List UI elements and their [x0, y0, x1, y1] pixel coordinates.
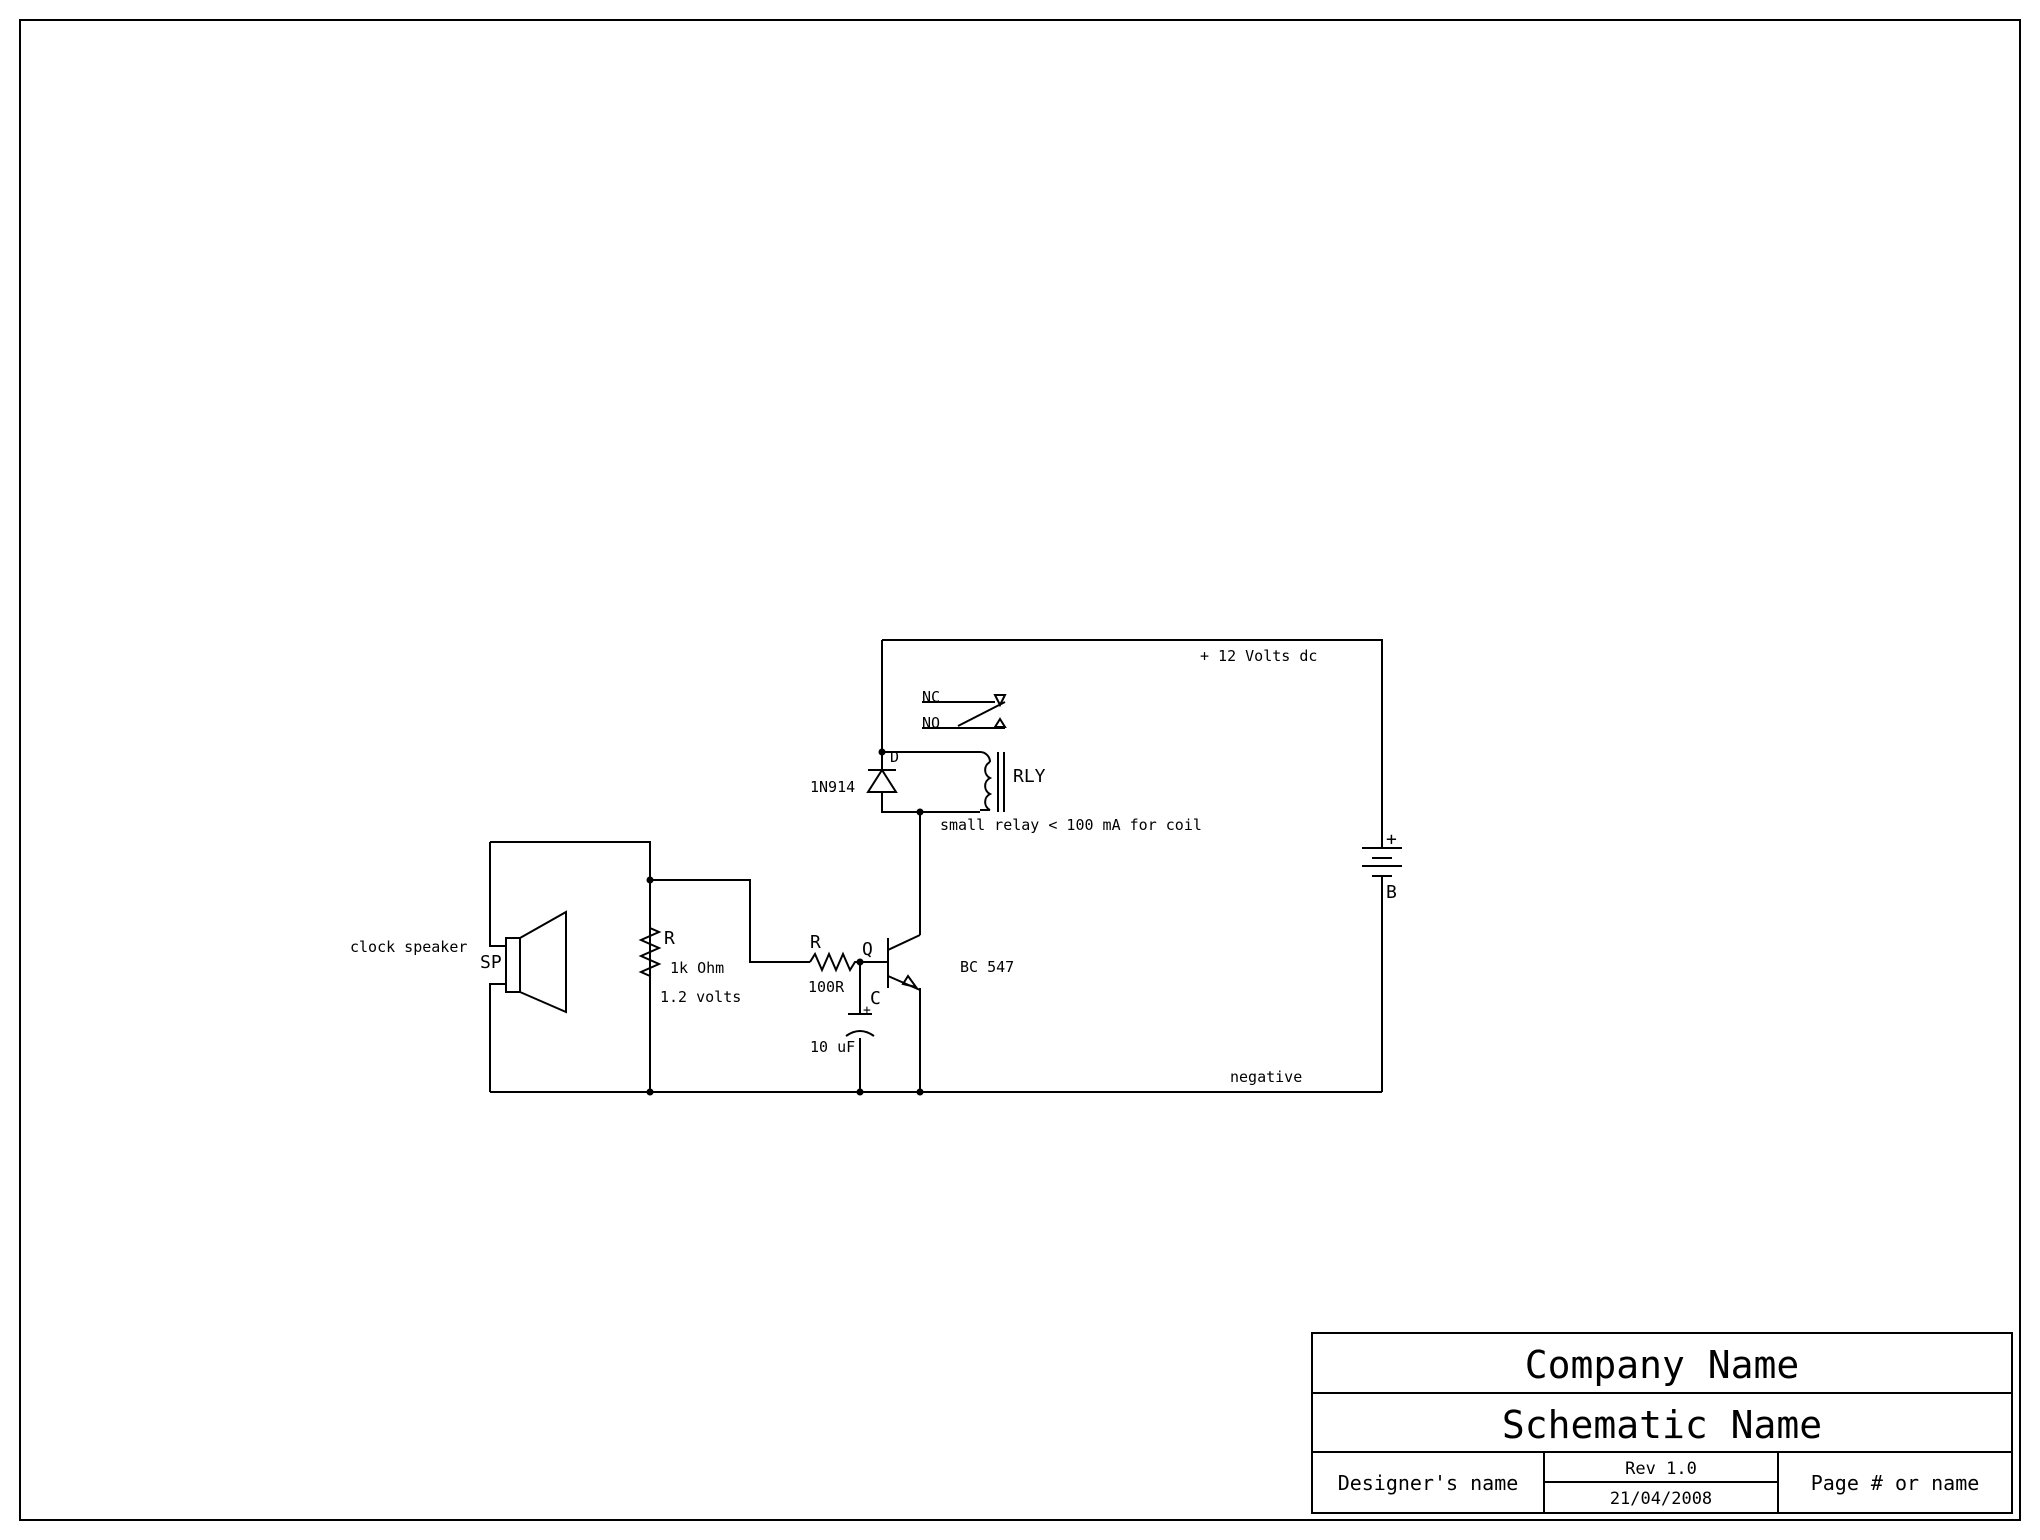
r1-volts-label: 1.2 volts [660, 988, 741, 1006]
relay-no-label: NO [922, 714, 940, 732]
circuit-wires [489, 639, 1383, 1093]
q-ref-label: Q [862, 939, 873, 960]
diode-symbol [866, 768, 898, 793]
title-company: Company Name [1525, 1343, 1800, 1387]
battery-ref-label: B [1386, 882, 1397, 903]
resistor-1k [638, 880, 662, 1092]
relay-coil [980, 752, 1005, 812]
title-schematic: Schematic Name [1502, 1403, 1822, 1447]
ground-label: negative [1230, 1068, 1302, 1086]
battery-plus-label: + [1386, 829, 1397, 850]
relay-ref-label: RLY [1013, 766, 1046, 787]
r1-ref-label: R [664, 928, 675, 949]
r2-value-label: 100R [808, 978, 845, 996]
q-part-label: BC 547 [960, 958, 1014, 976]
r2-ref-label: R [810, 932, 821, 953]
c-plus-label: + [863, 1003, 871, 1018]
c-ref-label: C [870, 988, 881, 1009]
speaker-symbol [505, 910, 567, 1014]
r1-value-label: 1k Ohm [670, 959, 724, 977]
battery-symbol [1362, 832, 1402, 880]
title-page: Page # or name [1811, 1471, 1980, 1495]
capacitor-symbol [845, 1013, 875, 1037]
junction-dots [646, 748, 924, 1096]
c-value-label: 10 uF [810, 1038, 855, 1056]
diode-part-label: 1N914 [810, 778, 855, 796]
resistor-100r [809, 951, 860, 973]
relay-contacts [922, 694, 1007, 729]
speaker-ref-label: SP [480, 952, 502, 973]
title-date: 21/04/2008 [1610, 1489, 1712, 1509]
title-revision: Rev 1.0 [1625, 1459, 1697, 1479]
relay-note-label: small relay < 100 mA for coil [940, 816, 1202, 834]
title-block: Company Name Schematic Name Designer's n… [1311, 1332, 2013, 1514]
speaker-desc-label: clock speaker [350, 938, 467, 956]
diode-ref-label: D [890, 748, 899, 766]
transistor-symbol [887, 934, 921, 991]
relay-nc-label: NC [922, 688, 940, 706]
title-designer: Designer's name [1338, 1471, 1519, 1495]
sheet-border [19, 19, 2021, 1521]
supply-label: + 12 Volts dc [1200, 647, 1317, 665]
